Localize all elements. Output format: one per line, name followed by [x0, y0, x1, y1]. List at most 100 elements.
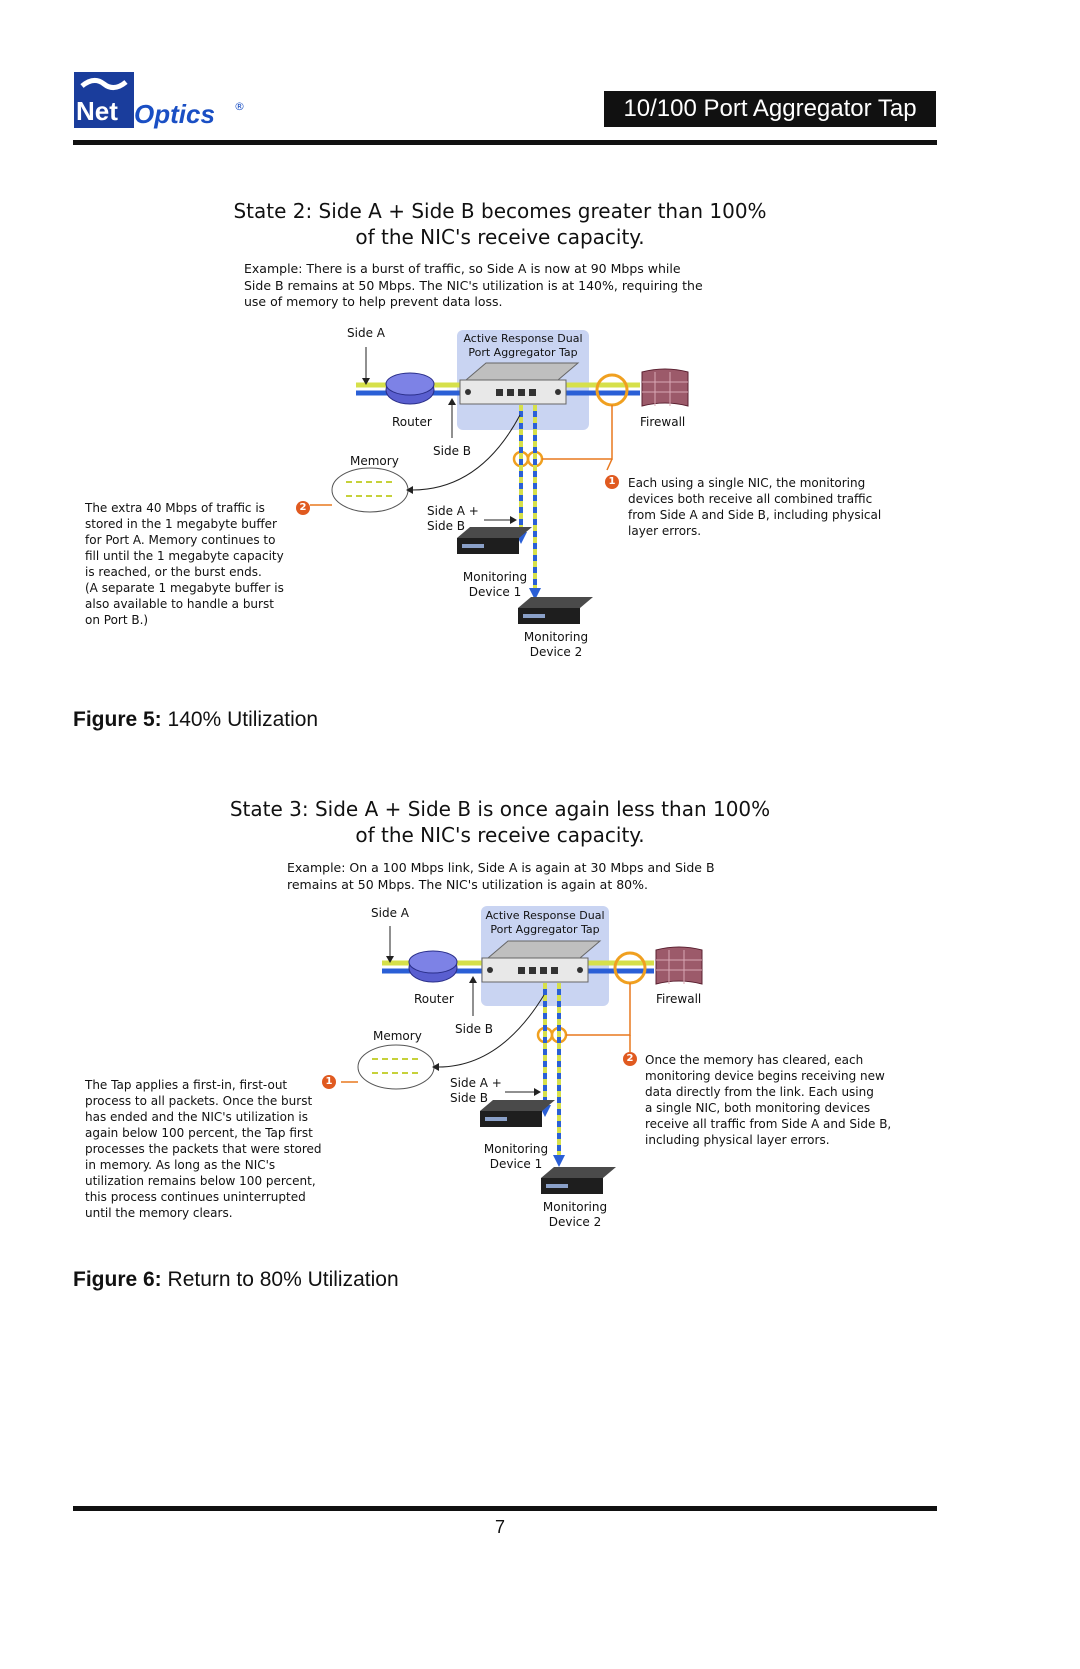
side-ab-label-line: Side B — [427, 519, 465, 533]
note-line: stored in the 1 megabyte buffer — [85, 517, 277, 531]
note-line: receive all traffic from Side A and Side… — [645, 1117, 892, 1131]
monitoring-device-2-icon — [541, 1167, 616, 1194]
figure6-example: Example: On a 100 Mbps link, Side A is a… — [287, 860, 715, 893]
figure5-caption: Figure 5: 140% Utilization — [73, 708, 318, 732]
side-ab-label: Side A + Side B — [427, 504, 479, 534]
link-tap-point — [613, 951, 647, 985]
note-line: has ended and the NIC's utilization is — [85, 1110, 308, 1124]
tap-device-icon — [486, 940, 602, 959]
logo-optics-text: Optics — [134, 99, 215, 129]
figure6-note-left: The Tap applies a first-in, first-out pr… — [85, 1077, 322, 1221]
monitoring-label-line: Monitoring — [462, 570, 528, 584]
memory-label: Memory — [373, 1029, 422, 1043]
note-line: in memory. As long as the NIC's — [85, 1158, 276, 1172]
figure5-example: Example: There is a burst of traffic, so… — [244, 261, 703, 311]
footer-rule — [73, 1506, 937, 1511]
example-line: Example: There is a burst of traffic, so… — [244, 261, 681, 276]
firewall-icon — [641, 368, 689, 407]
note-line: fill until the 1 megabyte capacity — [85, 549, 284, 563]
monitoring-label-line: Monitoring — [483, 1142, 549, 1156]
note-line: The Tap applies a first-in, first-out — [85, 1078, 288, 1092]
side-ab-label-line: Side A + — [450, 1076, 502, 1090]
note-line: for Port A. Memory continues to — [85, 533, 276, 547]
figure6-state-title-line1: State 3: Side A + Side B is once again l… — [229, 797, 771, 821]
note-line: The extra 40 Mbps of traffic is — [85, 501, 265, 515]
tap-label-line: Port Aggregator Tap — [468, 346, 578, 359]
monitoring-device-2-label: Monitoring Device 2 — [535, 1200, 615, 1230]
monitoring-label-line: Monitoring — [542, 1200, 608, 1214]
side-b-label: Side B — [455, 1022, 493, 1036]
figure5-note-left: The extra 40 Mbps of traffic is stored i… — [85, 500, 284, 628]
note-line: is reached, or the burst ends. — [85, 565, 262, 579]
tap-label: Active Response Dual Port Aggregator Tap — [457, 332, 589, 360]
header-rule — [73, 140, 937, 145]
note-line: on Port B.) — [85, 613, 149, 627]
router-label: Router — [414, 992, 454, 1006]
side-ab-label: Side A + Side B — [450, 1076, 502, 1106]
caption-text: Return to 80% Utilization — [161, 1268, 399, 1291]
note-line: monitoring device begins receiving new — [645, 1069, 885, 1083]
note-line: also available to handle a burst — [85, 597, 274, 611]
logo-wave-icon — [80, 78, 128, 90]
tap-label-line: Active Response Dual — [485, 909, 605, 922]
note-line: data directly from the link. Each using — [645, 1085, 874, 1099]
monitoring-device-1-label: Monitoring Device 1 — [455, 570, 535, 600]
monitoring-label-line: Monitoring — [523, 630, 589, 644]
caption-prefix: Figure 6: — [73, 1268, 162, 1291]
note-line: including physical layer errors. — [645, 1133, 830, 1147]
monitoring-label-line: Device 2 — [548, 1215, 602, 1229]
logo-registered-mark: ® — [234, 100, 245, 113]
note-line: until the memory clears. — [85, 1206, 233, 1220]
note-line: this process continues uninterrupted — [85, 1190, 306, 1204]
side-a-label: Side A — [347, 326, 385, 340]
note-line: layer errors. — [628, 524, 702, 538]
example-line: remains at 50 Mbps. The NIC's utilizatio… — [287, 876, 648, 892]
figure5-note-right: Each using a single NIC, the monitoring … — [628, 475, 881, 539]
firewall-label: Firewall — [640, 415, 686, 429]
logo-mark — [74, 72, 134, 128]
figure5-state-title-line2: of the NIC's receive capacity. — [355, 225, 645, 249]
note-line: devices both receive all combined traffi… — [628, 492, 873, 506]
note-line: again below 100 percent, the Tap first — [85, 1126, 313, 1140]
note-line: (A separate 1 megabyte buffer is — [85, 581, 284, 595]
router-label: Router — [392, 415, 432, 429]
figure6-state-title-line2: of the NIC's receive capacity. — [355, 823, 645, 847]
note-line: Once the memory has cleared, each — [645, 1053, 864, 1067]
document-title: 10/100 Port Aggregator Tap — [604, 91, 936, 127]
note-line: processes the packets that were stored — [85, 1142, 322, 1156]
note-line: utilization remains below 100 percent, — [85, 1174, 316, 1188]
side-b-label: Side B — [433, 444, 471, 458]
page-number: 7 — [494, 1517, 505, 1537]
memory-buffer-icon — [357, 1044, 435, 1090]
tap-label: Active Response Dual Port Aggregator Tap — [481, 909, 609, 937]
figure5-state-title-line1: State 2: Side A + Side B becomes greater… — [233, 199, 767, 223]
note-line: process to all packets. Once the burst — [85, 1094, 313, 1108]
memory-label: Memory — [350, 454, 399, 468]
monitoring-label-line: Device 1 — [489, 1157, 543, 1171]
example-line: use of memory to help prevent data loss. — [244, 294, 503, 309]
monitoring-label-line: Device 1 — [468, 585, 522, 599]
tap-label-line: Port Aggregator Tap — [490, 923, 600, 936]
example-line: Side B remains at 50 Mbps. The NIC's uti… — [244, 277, 703, 293]
monitoring-device-1-icon — [480, 1100, 555, 1127]
logo-net-text: Net — [76, 96, 118, 126]
firewall-label: Firewall — [656, 992, 702, 1006]
callout-badge: 1 — [322, 1075, 336, 1089]
monitoring-device-2-label: Monitoring Device 2 — [516, 630, 596, 660]
caption-prefix: Figure 5: — [73, 708, 162, 731]
monitoring-device-1-label: Monitoring Device 1 — [476, 1142, 556, 1172]
callout-badge: 2 — [623, 1052, 637, 1066]
firewall-icon — [655, 946, 703, 985]
callout-badge: 2 — [296, 501, 310, 515]
monitoring-device-1-icon — [457, 527, 532, 554]
figure6-caption: Figure 6: Return to 80% Utilization — [73, 1268, 399, 1292]
side-ab-label-line: Side A + — [427, 504, 479, 518]
monitoring-label-line: Device 2 — [529, 645, 583, 659]
figure6-note-right: Once the memory has cleared, each monito… — [645, 1052, 891, 1148]
caption-text: 140% Utilization — [161, 708, 319, 731]
example-line: Example: On a 100 Mbps link, Side A is a… — [287, 860, 715, 875]
callout-badge: 1 — [605, 475, 619, 489]
side-a-label: Side A — [371, 906, 409, 920]
